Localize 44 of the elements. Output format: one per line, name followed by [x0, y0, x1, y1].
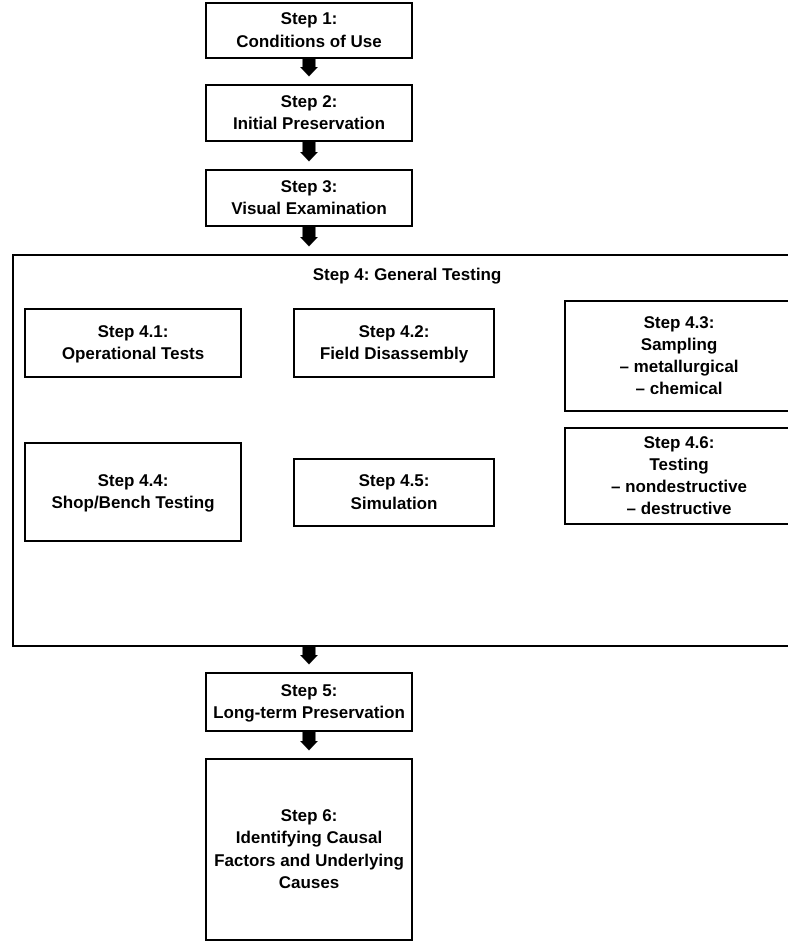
step-label: Simulation — [350, 492, 438, 514]
arrow — [300, 732, 318, 751]
process-box — [24, 308, 242, 378]
step-label: Operational Tests — [62, 343, 204, 365]
step-number: Step 5: — [280, 680, 338, 702]
process-box — [205, 169, 413, 227]
step-number: Step 1: — [280, 8, 338, 30]
step-number: Step 4.5: — [358, 470, 430, 492]
step-label: Identifying Causal Factors and Underlying Causes — [213, 827, 405, 894]
step-label: – nondestructive — [610, 476, 748, 498]
arrow — [300, 227, 318, 247]
process-box — [205, 758, 413, 941]
process-box — [293, 308, 495, 378]
group-box — [12, 254, 788, 647]
process-box — [293, 458, 495, 527]
step-label: Visual Examination — [231, 198, 387, 220]
step-number: Step 2: — [280, 90, 338, 113]
step-number: Step 4.6: — [644, 432, 714, 454]
step-label: – destructive — [626, 498, 732, 520]
step-label: Testing — [649, 454, 709, 476]
step-label: – chemical — [636, 378, 722, 400]
process-box — [205, 672, 413, 732]
step-label: Shop/Bench Testing — [51, 492, 215, 514]
step-number: Step 6: — [280, 805, 338, 828]
process-box — [24, 442, 242, 542]
step-label: Long-term Preservation — [213, 702, 405, 724]
step-number: Step 4.3: — [644, 312, 714, 334]
process-box — [564, 300, 788, 412]
step-number: Step 4.1: — [98, 320, 168, 343]
group-title: Step 4: General Testing — [312, 264, 502, 286]
step-label: Field Disassembly — [320, 343, 468, 365]
step-label: Initial Preservation — [232, 113, 386, 135]
step-label: – metallurgical — [619, 356, 739, 378]
step-number: Step 4.2: — [358, 320, 430, 343]
process-box — [205, 2, 413, 59]
step-label: Sampling — [640, 334, 718, 356]
arrow — [300, 59, 318, 77]
arrow — [300, 142, 318, 162]
step-number: Step 4.4: — [98, 470, 168, 492]
process-box — [564, 427, 788, 525]
process-box — [205, 84, 413, 142]
step-label: Conditions of Use — [236, 30, 382, 52]
step-number: Step 3: — [280, 176, 338, 198]
arrow — [300, 647, 318, 665]
